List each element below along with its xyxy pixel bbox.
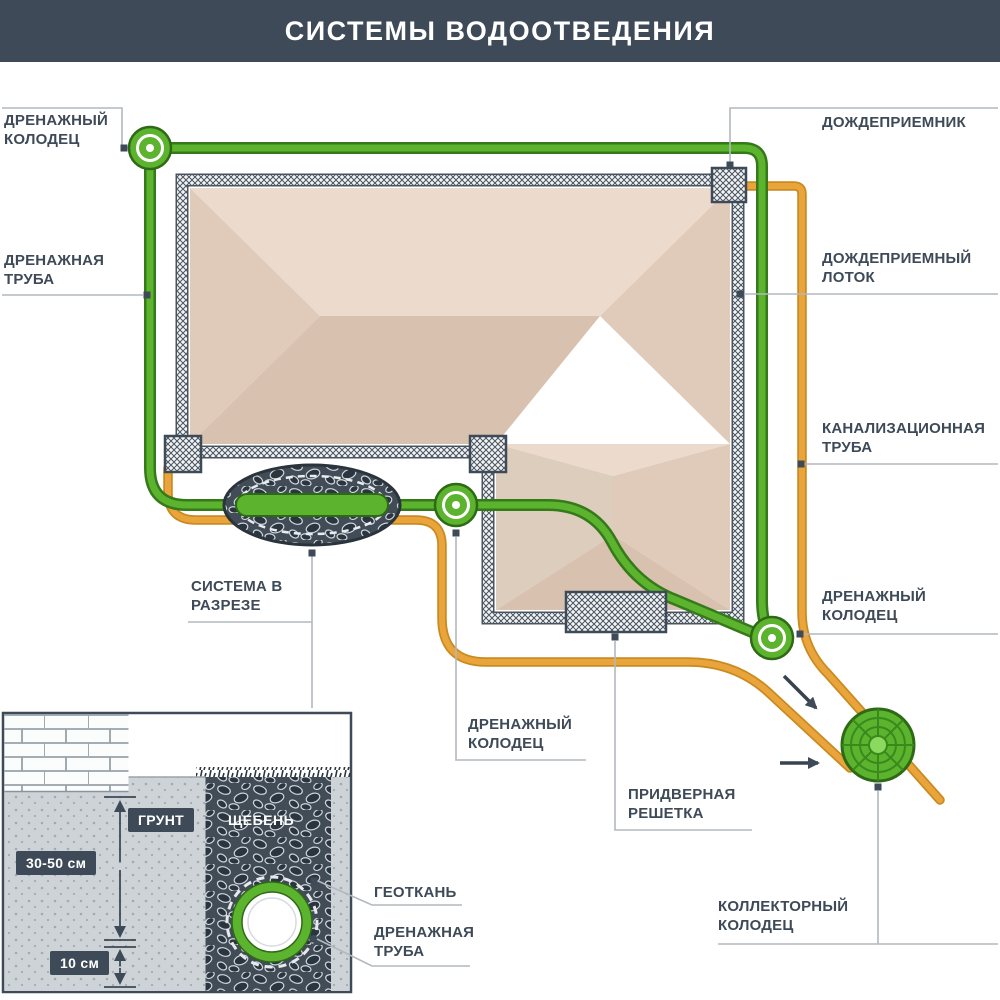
label-drain-pipe-section: ДРЕНАЖНАЯ ТРУБА [374, 924, 475, 960]
flow-arrow-icons [780, 674, 820, 769]
depth-dimension-lines [104, 796, 136, 988]
brick-wall [4, 714, 129, 792]
drainage-well-middle [433, 482, 479, 528]
label-door-grate: ПРИДВЕРНАЯ РЕШЕТКА [628, 786, 736, 822]
collector-well-icon [840, 707, 916, 783]
rain-inlet-box [710, 166, 748, 204]
catch-basin-boxes [163, 166, 748, 634]
sewer-pipe-orange [163, 181, 945, 805]
house-roof-plan [190, 188, 730, 610]
callout-lines [2, 107, 998, 967]
page-title: СИСТЕМЫ ВОДООТВЕДЕНИЯ [284, 15, 716, 46]
door-grate-box [564, 590, 668, 634]
label-gravel: ЩЕБЕНЬ [228, 812, 295, 828]
pipe-cross-section-oval [222, 463, 402, 547]
badge-depth-bottom: 10 см [50, 951, 110, 975]
label-drain-well-right: ДРЕНАЖНЫЙ КОЛОДЕЦ [822, 588, 927, 624]
drainage-well-top-left [127, 125, 173, 171]
label-rain-inlet-tray: ДОЖДЕПРИЕМНЫЙ ЛОТОК [822, 250, 972, 286]
label-geotextile: ГЕОТКАНЬ [374, 884, 457, 901]
section-drain-pipe [225, 875, 319, 969]
label-drain-well-top-left: ДРЕНАЖНЫЙ КОЛОДЕЦ [4, 112, 109, 148]
label-drain-pipe-left: ДРЕНАЖНАЯ ТРУБА [4, 252, 105, 288]
badge-soil: ГРУНТ [128, 808, 194, 832]
label-sewer-pipe: КАНАЛИЗАЦИОННАЯ ТРУБА [822, 420, 986, 456]
label-rain-inlet: ДОЖДЕПРИЕМНИК [822, 114, 966, 131]
geotextile-wrap [225, 875, 319, 969]
title-bar: СИСТЕМЫ ВОДООТВЕДЕНИЯ [0, 0, 1000, 62]
drainage-well-right [749, 615, 795, 661]
badge-depth-top: 30-50 см [16, 851, 97, 875]
label-system-in-section: СИСТЕМА В РАЗРЕЗЕ [191, 578, 283, 614]
label-collector-well: КОЛЛЕКТОРНЫЙ КОЛОДЕЦ [718, 898, 849, 934]
label-drain-well-bottom: ДРЕНАЖНЫЙ КОЛОДЕЦ [468, 716, 573, 752]
grass-fringe [196, 767, 351, 777]
callout-dots [120, 144, 882, 943]
soil-right [331, 777, 350, 991]
